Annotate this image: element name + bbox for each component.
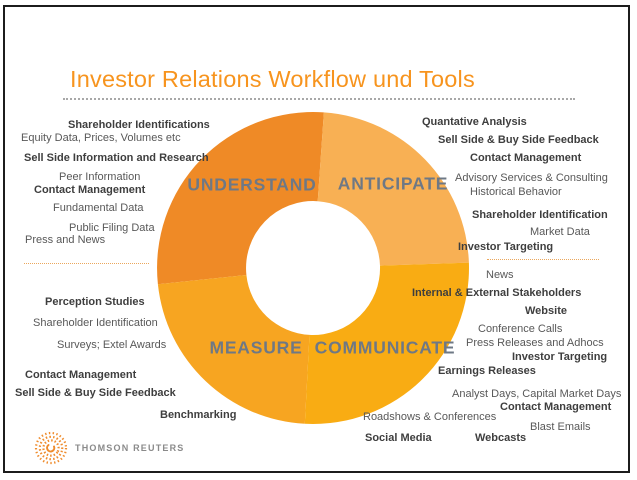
list-item: Social Media xyxy=(365,432,432,444)
list-item: Benchmarking xyxy=(160,409,237,421)
list-item: Sell Side Information and Research xyxy=(24,152,209,164)
segment-label-communicate: COMMUNICATE xyxy=(314,337,456,358)
list-item: Perception Studies xyxy=(45,296,145,308)
segment-label-measure: MEASURE xyxy=(209,337,303,358)
list-item: Press Releases and Adhocs xyxy=(466,337,604,349)
segment-measure xyxy=(157,275,310,424)
list-item: Equity Data, Prices, Volumes etc xyxy=(21,132,181,144)
list-item: Website xyxy=(525,305,567,317)
segment-anticipate xyxy=(317,112,469,266)
list-item: News xyxy=(486,269,514,281)
list-item: Market Data xyxy=(530,226,590,238)
list-item: Shareholder Identifications xyxy=(68,119,210,131)
list-item: Advisory Services & Consulting xyxy=(455,172,608,184)
list-item: Contact Management xyxy=(470,152,582,164)
list-item: Surveys; Extel Awards xyxy=(57,339,167,351)
list-item: Sell Side & Buy Side Feedback xyxy=(438,134,599,146)
list-item: Conference Calls xyxy=(478,323,563,335)
list-item: Shareholder Identification xyxy=(472,209,608,221)
segment-label-anticipate: ANTICIPATE xyxy=(337,173,449,194)
kinesis-sunburst-icon xyxy=(34,431,68,465)
list-item: Roadshows & Conferences xyxy=(363,411,497,423)
page-title: Investor Relations Workflow und Tools xyxy=(70,66,475,92)
thomson-reuters-logo: THOMSON REUTERS xyxy=(33,430,193,466)
list-item: Quantative Analysis xyxy=(422,116,527,128)
segment-label-understand: UNDERSTAND xyxy=(187,174,317,195)
list-item: Contact Management xyxy=(500,401,612,413)
list-item: Shareholder Identification xyxy=(33,317,158,329)
list-item: Contact Management xyxy=(34,184,146,196)
segment-communicate xyxy=(304,262,469,425)
title-divider xyxy=(63,98,575,100)
list-item: Internal & External Stakeholders xyxy=(412,287,582,299)
list-item: Sell Side & Buy Side Feedback xyxy=(15,387,176,399)
list-item: Peer Information xyxy=(59,171,141,183)
brand-name: THOMSON REUTERS xyxy=(75,443,185,453)
left-divider xyxy=(24,263,149,264)
list-item: Investor Targeting xyxy=(512,351,608,363)
right-divider xyxy=(487,259,599,260)
list-item: Press and News xyxy=(25,234,106,246)
list-item: Investor Targeting xyxy=(458,241,554,253)
list-item: Blast Emails xyxy=(530,421,591,433)
list-item: Webcasts xyxy=(475,432,527,444)
list-item: Contact Management xyxy=(25,369,137,381)
list-item: Public Filing Data xyxy=(69,222,155,234)
list-item: Historical Behavior xyxy=(470,186,562,198)
segment-understand xyxy=(157,112,324,285)
list-item: Fundamental Data xyxy=(53,202,144,214)
list-item: Earnings Releases xyxy=(438,365,536,377)
list-item: Analyst Days, Capital Market Days xyxy=(452,388,622,400)
